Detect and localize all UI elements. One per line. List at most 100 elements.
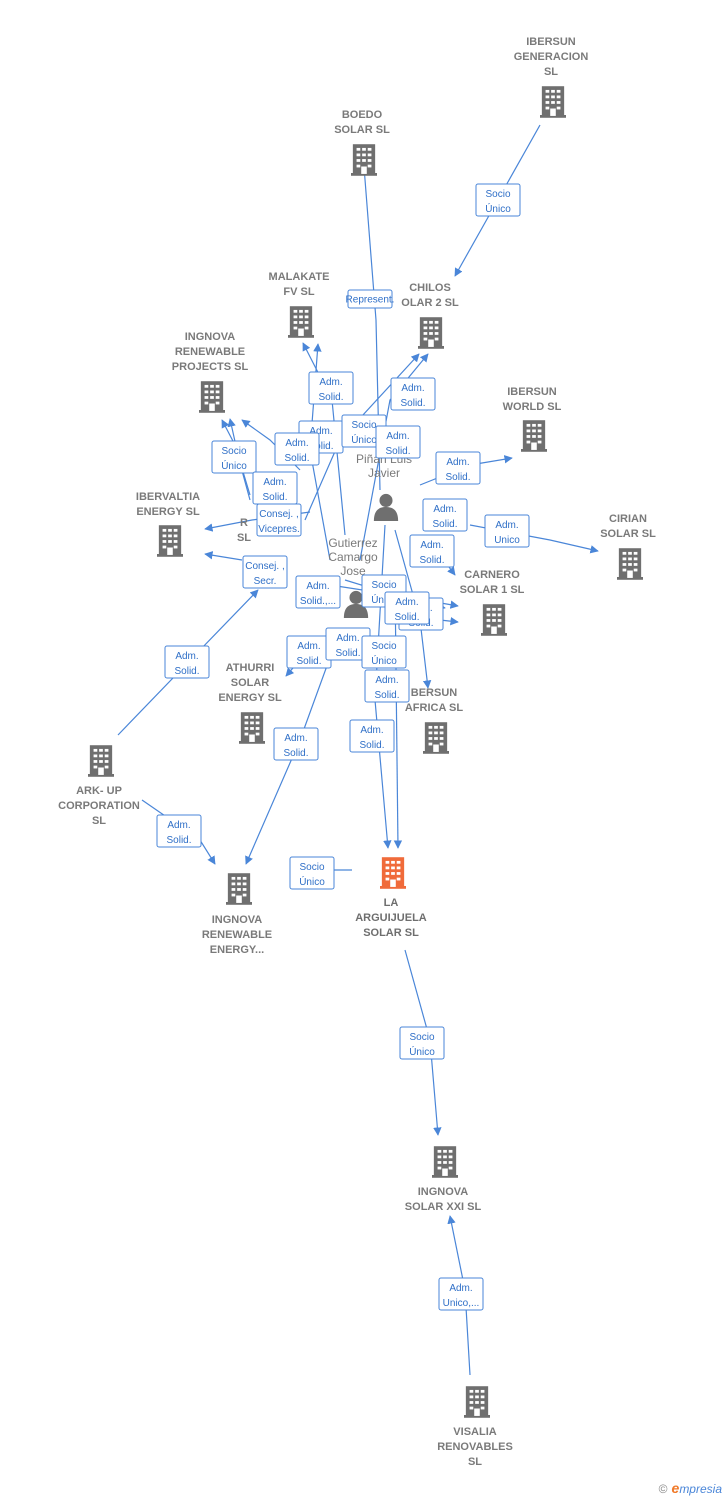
relation-text: Adm. (306, 581, 329, 592)
relation-text: Socio (299, 862, 324, 873)
relation-text: Solid. (296, 656, 321, 667)
relation-label-r25[interactable]: Adm.Solid. (273, 727, 319, 761)
company-label: FV SL (283, 286, 314, 298)
relation-text: Adm. (309, 426, 332, 437)
relation-text: Solid.,... (300, 596, 336, 607)
relation-text: Adm. (360, 725, 383, 736)
relation-box (484, 514, 530, 548)
company-node-ingnova-renewable-energy[interactable]: INGNOVARENEWABLEENERGY... (202, 873, 272, 956)
relation-label-r28[interactable]: Adm. Solid. (384, 591, 430, 625)
relation-label-r8[interactable]: Adm.Solid. (375, 425, 421, 459)
relation-label-r17[interactable]: Adm. Solid.,... (295, 575, 341, 609)
company-label: ATHURRI (226, 662, 275, 674)
company-label: ARGUIJUELA (355, 912, 427, 924)
company-label: WORLD SL (503, 401, 562, 413)
relation-box (399, 1026, 445, 1060)
footer-brand[interactable]: ©empresia (659, 1480, 722, 1496)
relation-text: Solid. (432, 519, 457, 530)
relation-box (242, 555, 288, 589)
relation-text: Adm. (167, 820, 190, 831)
relation-text: Solid. (400, 398, 425, 409)
relation-text: Adm. (375, 675, 398, 686)
relation-label-r23[interactable]: Adm. Solid. (364, 669, 410, 703)
relation-text: Secr. (254, 576, 277, 587)
relation-text: Solid. (262, 492, 287, 503)
building-icon (423, 722, 449, 754)
relation-text: Socio (371, 641, 396, 652)
building-icon (432, 1146, 458, 1178)
relation-label-r14[interactable]: Adm.Unico (484, 514, 530, 548)
company-label: SOLAR SL (600, 528, 656, 540)
relation-label-r3[interactable]: Adm. Solid. (308, 371, 354, 405)
relation-label-r12[interactable]: Consej. ,Vicepres. (256, 503, 302, 537)
building-icon (199, 381, 225, 413)
relation-label-r15[interactable]: Adm.Solid. (409, 534, 455, 568)
relation-text: Solid. (174, 666, 199, 677)
relation-box (274, 432, 320, 466)
relation-text: Adm. (319, 377, 342, 388)
company-label: SOLAR 1 SL (460, 584, 525, 596)
building-icon (226, 873, 252, 905)
relation-label-r26[interactable]: Adm.Solid. (349, 719, 395, 753)
brand-name: mpresia (679, 1482, 722, 1496)
company-label: SL (544, 66, 558, 78)
relation-text: Solid. (318, 392, 343, 403)
relation-label-r2[interactable]: Represent. (346, 289, 395, 309)
relation-text: Solid. (374, 690, 399, 701)
relation-text: Socio (351, 420, 376, 431)
relation-label-r10[interactable]: Adm.Solid. (435, 451, 481, 485)
relation-label-r27[interactable]: Adm.Solid. (156, 814, 202, 848)
building-icon (418, 317, 444, 349)
relation-text: Represent. (346, 295, 395, 306)
relation-label-r13[interactable]: Adm.Solid. (422, 498, 468, 532)
building-icon (617, 548, 643, 580)
relation-label-r20[interactable]: Adm.Solid. (286, 635, 332, 669)
company-label: SL (468, 1456, 482, 1468)
relation-label-r11[interactable]: Adm.Solid. (252, 471, 298, 505)
relation-box (289, 856, 335, 890)
company-label: INGNOVA (185, 331, 236, 343)
person-label: Gutierrez (328, 536, 377, 550)
building-icon (380, 857, 406, 889)
company-label: SL (237, 532, 251, 544)
person-label: Javier (368, 466, 400, 480)
relation-text: Solid. (394, 612, 419, 623)
relation-label-r16[interactable]: Consej. ,Secr. (242, 555, 288, 589)
building-icon (521, 420, 547, 452)
company-label: IBERVALTIA (136, 491, 200, 503)
relation-label-r6[interactable]: Adm.Solid. (274, 432, 320, 466)
building-icon (88, 745, 114, 777)
relation-label-r4[interactable]: Adm.Solid. (390, 377, 436, 411)
relation-box (364, 669, 410, 703)
company-node-hidden-r[interactable]: RSL (237, 517, 251, 544)
building-icon (288, 306, 314, 338)
relation-text: Adm. (395, 597, 418, 608)
relation-label-r31[interactable]: Adm.Unico,... (438, 1277, 484, 1311)
edge-24 (393, 579, 403, 849)
relation-box (390, 377, 436, 411)
relation-label-r24[interactable]: Adm.Solid. (164, 645, 210, 679)
